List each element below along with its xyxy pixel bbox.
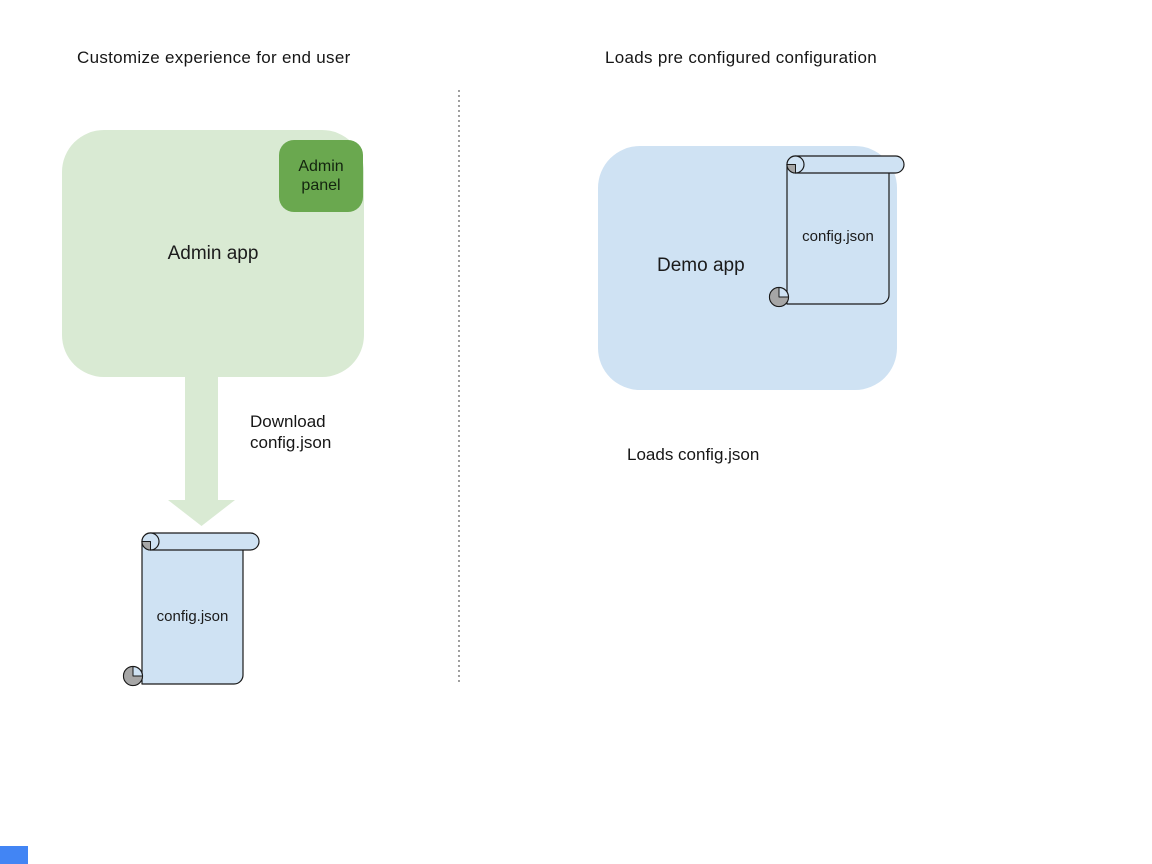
left-section-title: Customize experience for end user [77,48,351,67]
download-caption: Download config.json [250,411,331,453]
dotted-divider-line [458,90,460,685]
scroll-bottom-curl-shade [769,287,789,307]
scroll-body [786,163,890,305]
admin-app-label: Admin app [167,242,259,264]
scroll-top-curl-shade [786,164,796,174]
arrow-shape [168,377,235,526]
config-scroll-icon-left: config.json [122,532,260,687]
admin-app-box: Admin app Admin panel [62,130,364,377]
admin-panel-badge: Admin panel [279,140,363,212]
scroll-top-curl-shade [141,541,151,551]
config-json-label-right: config.json [802,228,874,245]
config-scroll-icon-right: config.json [768,155,905,308]
scroll-bottom-curl-shade [123,666,143,686]
right-section-title: Loads pre configured configuration [605,48,877,67]
loads-config-caption: Loads config.json [627,445,760,464]
scroll-body [141,540,244,685]
download-caption-line2: config.json [250,433,332,452]
download-caption-line1: Download [250,412,326,431]
demo-app-label: Demo app [657,255,745,276]
clipped-blue-element [0,846,28,864]
admin-panel-label: Admin panel [298,158,344,194]
config-json-label-left: config.json [157,608,229,625]
download-arrow-icon [168,377,235,526]
